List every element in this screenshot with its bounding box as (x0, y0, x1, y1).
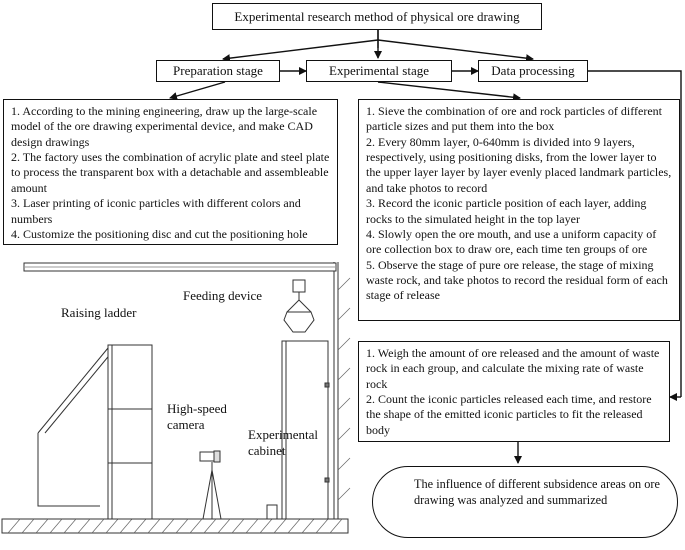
experimental-step: 5. Observe the stage of pure ore release… (366, 257, 668, 303)
preparation-stage-label: Preparation stage (173, 63, 263, 78)
cabinet-label-line1: Experimental (248, 427, 319, 442)
experimental-step: 3. Record the iconic particle position o… (366, 196, 647, 226)
preparation-step: 3. Laser printing of iconic particles wi… (11, 196, 301, 226)
data-step-list: 1. Weigh the amount of ore released and … (366, 346, 662, 438)
experimental-step: 1. Sieve the combination of ore and rock… (366, 104, 663, 134)
experimental-stage-box: Experimental stage (306, 60, 452, 82)
data-details-box: 1. Weigh the amount of ore released and … (358, 341, 670, 442)
data-step: 2. Count the iconic particles released e… (366, 392, 652, 437)
preparation-step: 1. According to the mining engineering, … (11, 104, 318, 149)
preparation-step-list: 1. According to the mining engineering, … (11, 104, 330, 242)
data-processing-label: Data processing (491, 63, 575, 78)
method-title-box: Experimental research method of physical… (212, 3, 542, 30)
data-processing-box: Data processing (478, 60, 588, 82)
conclusion-text: The influence of different subsidence ar… (414, 477, 660, 507)
preparation-step: 2. The factory uses the combination of a… (11, 150, 330, 195)
experimental-details-box: 1. Sieve the combination of ore and rock… (358, 99, 680, 321)
preparation-stage-box: Preparation stage (156, 60, 280, 82)
feeding-device-label: Feeding device (183, 288, 263, 303)
experimental-stage-label: Experimental stage (329, 63, 429, 78)
method-title: Experimental research method of physical… (234, 8, 520, 24)
flow-arrows (169, 30, 682, 464)
conclusion-oval: The influence of different subsidence ar… (372, 466, 678, 538)
raising-ladder-label: Raising ladder (61, 305, 137, 320)
camera-label-line2: camera (167, 417, 205, 432)
apparatus-drawing (1, 262, 351, 534)
cabinet-label-line2: cabinet (248, 443, 286, 458)
preparation-details-box: 1. According to the mining engineering, … (3, 99, 338, 245)
experimental-step: 2. Every 80mm layer, 0-640mm is divided … (366, 134, 672, 195)
experimental-step-list: 1. Sieve the combination of ore and rock… (366, 104, 672, 304)
experimental-step: 4. Slowly open the ore mouth, and use a … (366, 226, 657, 257)
preparation-step: 4. Customize the positioning disc and cu… (11, 226, 308, 241)
camera-label-line1: High-speed (167, 401, 227, 416)
data-step: 1. Weigh the amount of ore released and … (366, 346, 660, 391)
